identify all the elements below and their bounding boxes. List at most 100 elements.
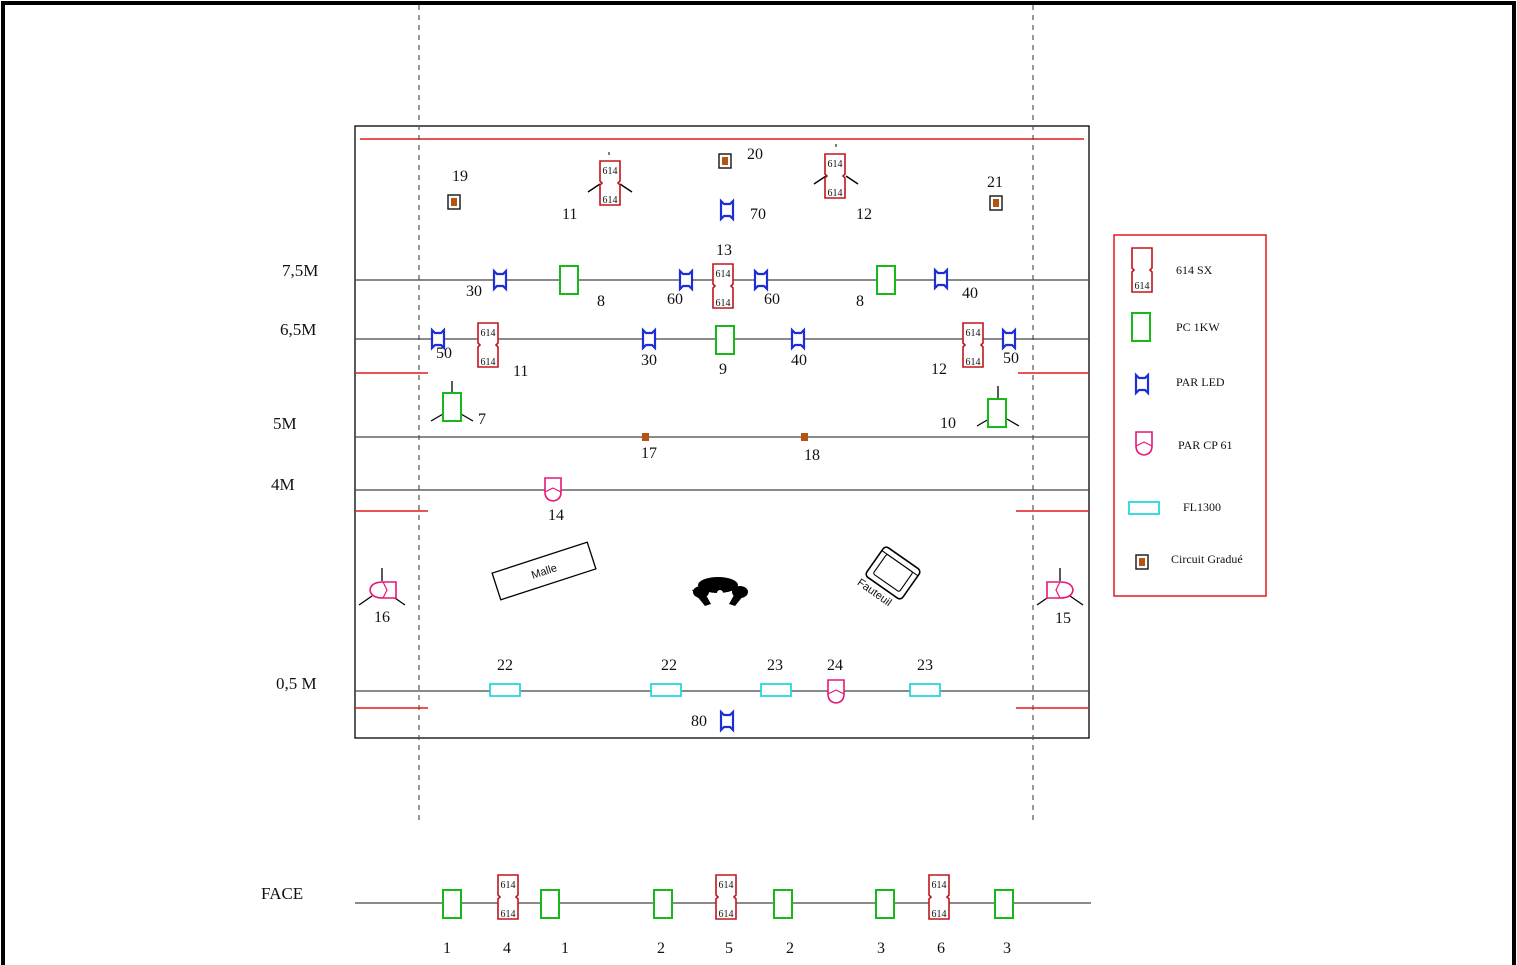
label-40a: 40 [962,285,978,302]
label-8a: 8 [597,293,605,310]
bar-label-6-5m: 6,5M [280,320,316,339]
legend-label-par-led: PAR LED [1176,375,1225,389]
legend-label-pc-1kw: PC 1KW [1176,320,1220,334]
face-pc-2a [653,889,673,919]
par-led-80 [719,710,735,732]
circuit-gradue-icon [1135,554,1149,570]
circuit-gradue-19 [447,194,461,210]
label-60a: 60 [667,291,683,308]
legend-label-circuit-gradue: Circuit Gradué [1171,552,1243,566]
fixture-614-12a [813,144,859,200]
label-13: 13 [716,242,732,259]
fl1300-22a [489,683,521,697]
fixture-614-13 [712,263,734,310]
pc-1kw-8b [876,265,896,295]
label-17: 17 [641,445,657,462]
fl1300-22b [650,683,682,697]
face-pc-3b [994,889,1014,919]
par-led-60b [753,269,769,291]
circuit-gradue-18 [801,433,808,441]
face-label-4: 4 [503,940,511,957]
bar-label-7-5m: 7,5M [282,261,318,280]
label-15: 15 [1055,610,1071,627]
face-label-2b: 2 [786,940,794,957]
fixture-614-11a [587,152,633,207]
fixture-614-12b [962,322,984,369]
bar-label-4m: 4M [271,475,295,494]
label-30b: 30 [641,352,657,369]
par-led-50b [1001,328,1017,350]
bar-label-5m: 5M [273,414,297,433]
legend-label-par-cp61: PAR CP 61 [1178,438,1232,452]
label-50b: 50 [1003,350,1019,367]
label-7: 7 [478,411,486,428]
prop-malle: Malle [491,541,597,601]
face-label-3b: 3 [1003,940,1011,957]
face-pc-1a [442,889,462,919]
face-label-6: 6 [937,940,945,957]
label-9: 9 [719,361,727,378]
label-10: 10 [940,415,956,432]
pc-1kw-10 [976,386,1020,428]
face-pc-2b [773,889,793,919]
label-50a: 50 [436,345,452,362]
fl1300-23a [760,683,792,697]
label-24: 24 [827,657,843,674]
pc-1kw-7 [430,381,474,422]
face-614-4 [497,874,519,921]
fl1300-icon [1128,501,1160,515]
face-label-1a: 1 [443,940,451,957]
par-led-30a [492,269,508,291]
par-cp61-24 [827,679,845,704]
par-led-40a [933,268,949,290]
label-21: 21 [987,174,1003,191]
prop-fauteuil: Fauteuil [855,546,921,609]
par-cp61-15 [1036,568,1084,606]
legend-label-fl1300: FL1300 [1183,500,1221,514]
label-12b: 12 [931,361,947,378]
face-label-1b: 1 [561,940,569,957]
par-led-60a [678,269,694,291]
label-40b: 40 [791,352,807,369]
bar-label-face: FACE [261,884,303,903]
pc-1kw-icon [1131,312,1151,342]
pc-1kw-8a [559,265,579,295]
label-11b: 11 [513,363,528,380]
face-614-5 [715,874,737,921]
fl1300-23b [909,683,941,697]
par-led-30b [641,328,657,350]
stage-outline [354,125,1090,739]
label-20: 20 [747,146,763,163]
label-12a: 12 [856,206,872,223]
face-614-6 [928,874,950,921]
face-pc-1b [540,889,560,919]
label-23b: 23 [917,657,933,674]
circuit-gradue-20 [718,153,732,169]
bar-label-0-5m: 0,5 M [276,674,317,693]
pc-1kw-9 [715,325,735,355]
label-16: 16 [374,609,390,626]
par-led-40b [790,328,806,350]
label-60b: 60 [764,291,780,308]
fixture-614-11b [477,322,499,369]
par-led-70 [719,199,735,221]
legend-label-614-sx: 614 SX [1176,263,1213,277]
label-8b: 8 [856,293,864,310]
label-30a: 30 [466,283,482,300]
label-19: 19 [452,168,468,185]
actor-figure [692,577,748,606]
side-red-marks [355,372,1089,709]
face-pc-3a [875,889,895,919]
label-18: 18 [804,447,820,464]
face-label-3a: 3 [877,940,885,957]
par-cp61-icon [1135,431,1153,456]
label-22b: 22 [661,657,677,674]
label-11a: 11 [562,206,577,223]
legend-614-glyph: 614 [1135,281,1150,292]
face-label-2a: 2 [657,940,665,957]
label-14: 14 [548,507,564,524]
par-cp61-16 [358,568,406,606]
par-led-icon [1134,373,1150,395]
face-label-5: 5 [725,940,733,957]
